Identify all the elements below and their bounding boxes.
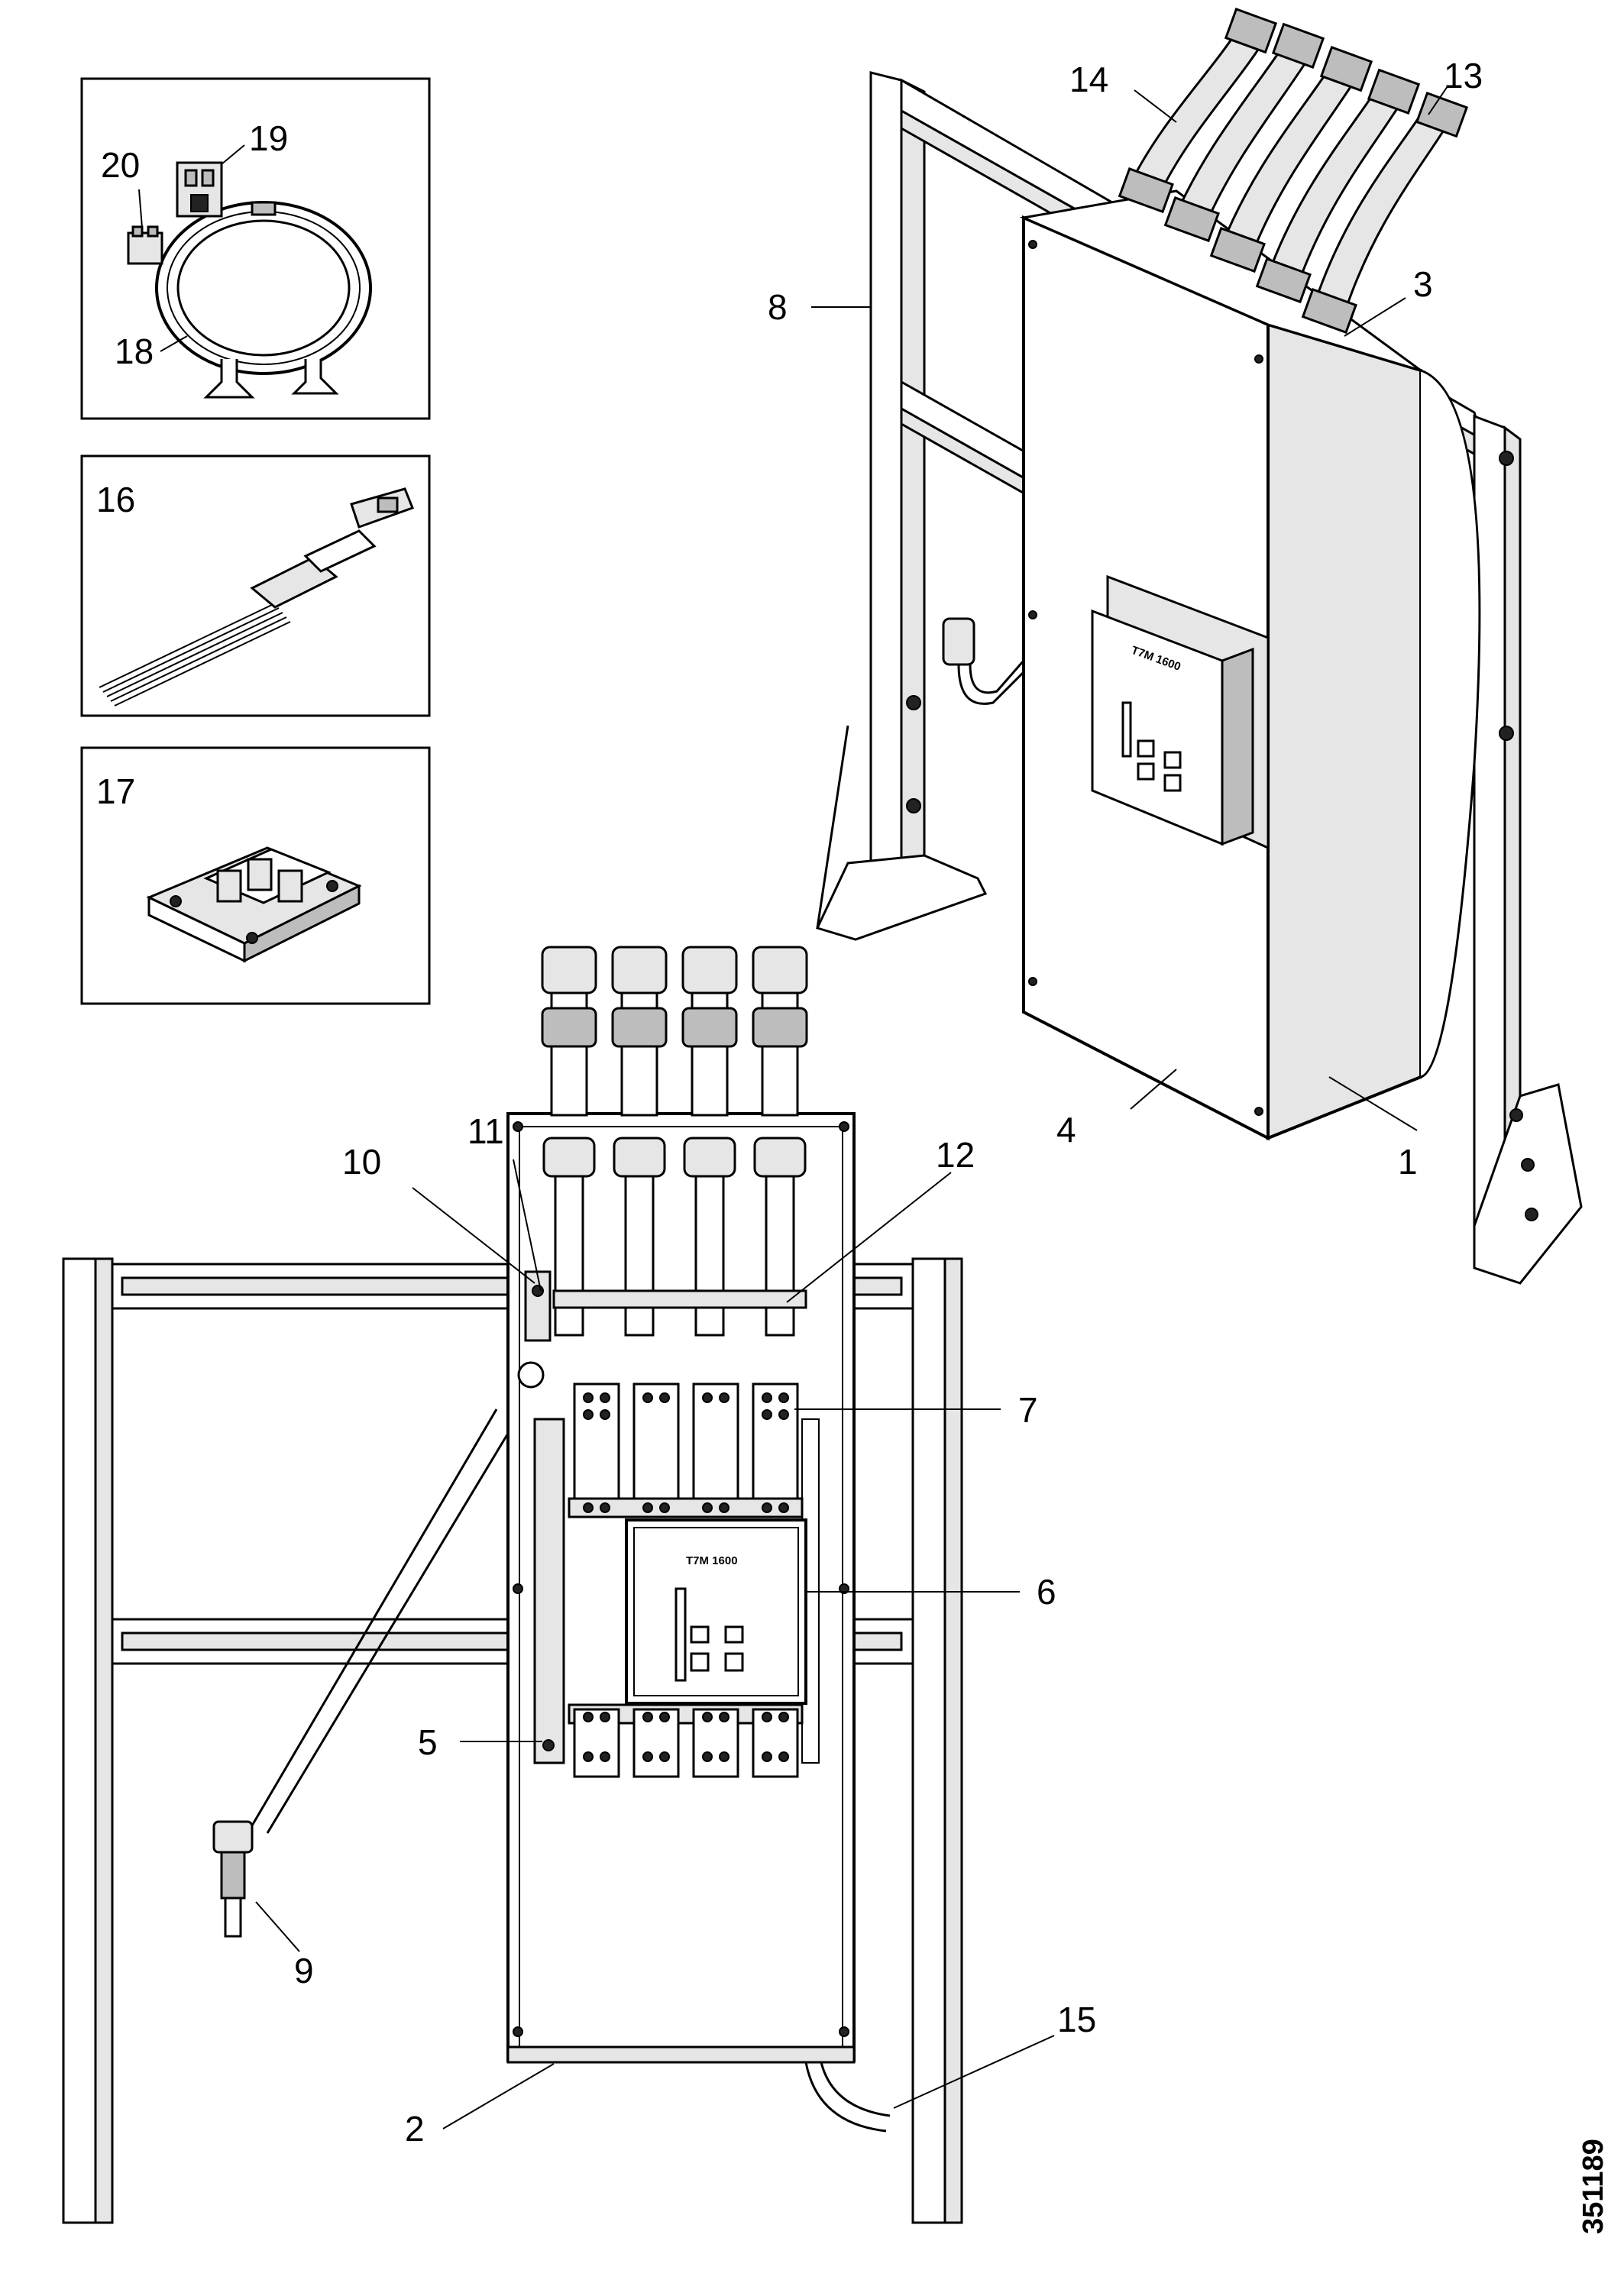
- callout-14: 14: [1069, 60, 1108, 99]
- callout-8: 8: [768, 287, 788, 327]
- label-18: 18: [115, 331, 154, 371]
- front-device-label: T7M 1600: [686, 1554, 738, 1567]
- inset-panel-ribbon-cable: 16: [80, 454, 431, 717]
- rear-cable-glands: [1118, 8, 1469, 335]
- label-20: 20: [101, 145, 140, 185]
- callout-6: 6: [1037, 1572, 1056, 1612]
- label-17: 17: [96, 771, 135, 811]
- callout-5: 5: [418, 1722, 438, 1762]
- lower-terminals: [542, 1703, 804, 1778]
- inset-panel-current-sensor: 20 19 18: [80, 77, 431, 420]
- rear-view-assembly: T7M 1600: [815, 8, 1583, 1285]
- label-19: 19: [249, 118, 288, 158]
- callout-11: 11: [467, 1111, 504, 1151]
- front-cable-glands: [541, 946, 808, 1292]
- callout-9: 9: [294, 1951, 314, 1990]
- figure-id: 351189: [1577, 2139, 1609, 2234]
- callout-12: 12: [936, 1135, 975, 1175]
- upper-terminals: [568, 1382, 804, 1518]
- callout-15: 15: [1057, 2000, 1096, 2039]
- callout-13: 13: [1444, 56, 1483, 95]
- front-sensor-plug-icon: [212, 1820, 254, 1938]
- callout-4: 4: [1056, 1110, 1076, 1150]
- ribbon-cable-icon: [99, 487, 414, 707]
- callout-1: 1: [1398, 1142, 1418, 1182]
- front-view-assembly: T7M 1600: [62, 946, 963, 2224]
- callout-10: 10: [342, 1142, 381, 1182]
- callout-numbers: 1 2 3 4 5 6 7 8 9 10 11 12 13 14 15: [294, 56, 1483, 2149]
- leader-lines: [255, 86, 1448, 2129]
- callout-2: 2: [405, 2109, 425, 2149]
- callout-7: 7: [1018, 1390, 1038, 1430]
- rear-sensor-plug-icon: [942, 617, 1025, 705]
- label-16: 16: [96, 480, 135, 519]
- inset-panel-terminal-block: 17: [80, 746, 431, 1005]
- callout-3: 3: [1413, 264, 1433, 304]
- terminal-block-icon: [146, 846, 362, 963]
